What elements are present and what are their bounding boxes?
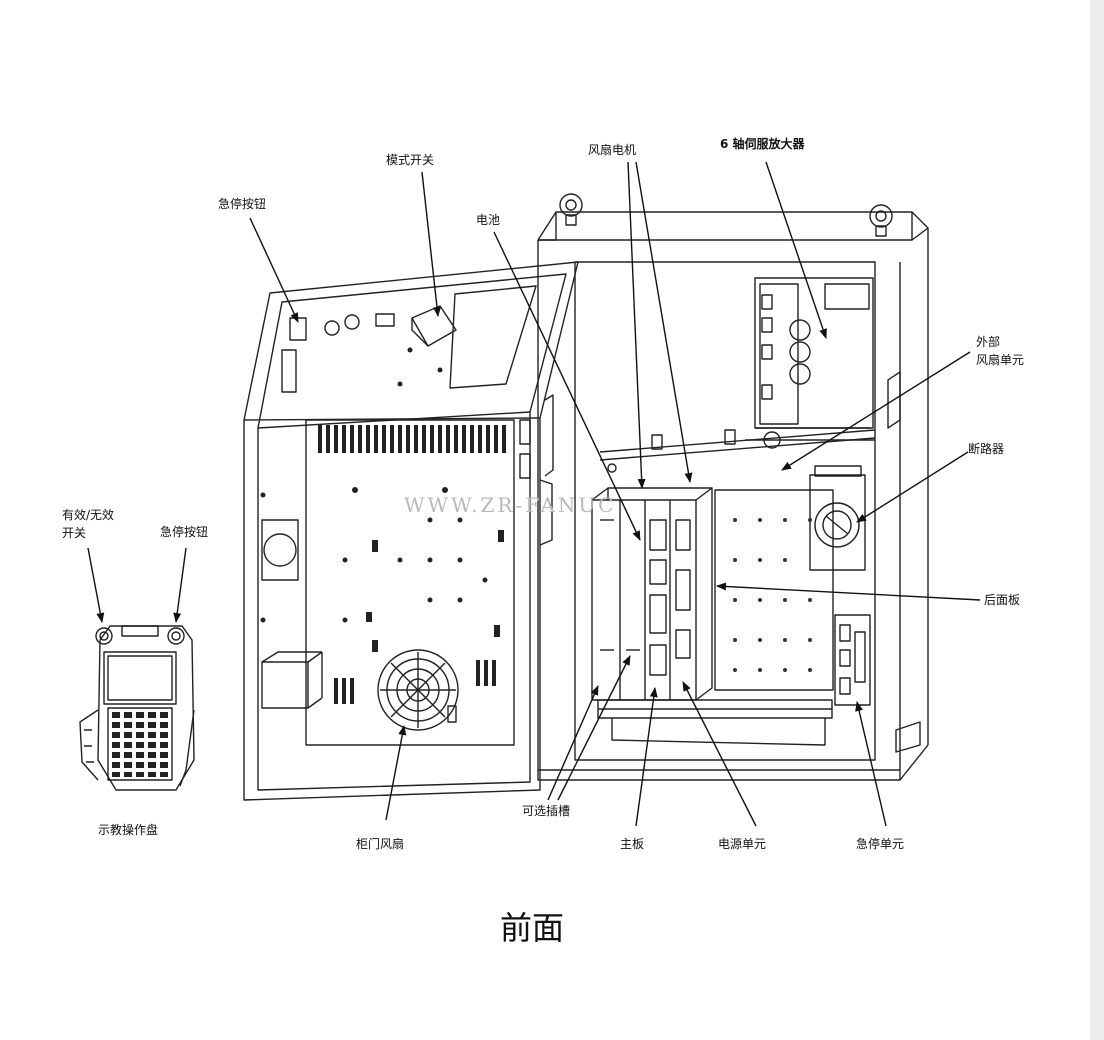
leader-external-fan [781,351,971,471]
door-details [260,347,506,704]
label-backplane: 后面板 [984,593,1021,607]
breaker [809,465,866,571]
leader-emergency-stop-door [249,217,299,323]
leader-emergency-stop-unit [855,701,887,827]
label-battery: 电池 [476,213,501,227]
leader-fan-motor-2 [635,161,693,483]
emergency-stop-unit-board [834,614,871,706]
backplane [714,489,834,691]
teach-pendant [79,625,195,791]
cabinet-door [243,261,579,801]
leader-emergency-stop-pendant [173,547,187,623]
page-edge-shade [1090,0,1104,1040]
leader-power-unit [682,681,757,827]
leader-mode-switch [421,171,441,317]
leader-optional-slot-1 [547,685,599,801]
label-emergency-stop-button-door: 急停按钮 [218,197,267,211]
eye-bolt-right [869,204,893,237]
leader-fan-motor-1 [627,161,646,489]
door-fan [377,649,459,731]
label-emergency-stop-button-pendant: 急停按钮 [160,525,209,539]
upper-rail [599,429,876,473]
cabinet-side-cables [539,394,554,546]
figure-caption: 前面 [499,909,564,947]
backplane-holes [733,518,812,672]
leader-battery [493,231,641,541]
label-enable-switch-line1: 有效/无效 [62,508,115,522]
eye-bolt-left [559,193,583,226]
label-main-board: 主板 [620,837,645,851]
leader-main-board [635,687,658,827]
leader-enable-switch [87,547,105,623]
leader-door-fan [385,725,407,821]
leader-breaker [856,451,969,523]
label-teach-pendant: 示教操作盘 [98,823,159,837]
bottom-rail [597,699,833,746]
label-servo-amplifier: 6 轴伺服放大器 [720,137,805,151]
leader-optional-slot-2 [557,655,631,801]
leader-backplane [716,582,981,601]
cabinet-body [537,211,929,781]
servo-amplifier-board [745,277,875,449]
label-external-fan-unit-line1: 外部 [976,335,1001,349]
label-optional-slot: 可选插槽 [522,804,571,818]
label-fan-motor: 风扇电机 [588,143,637,157]
pendant-keypad [112,712,168,777]
module-rack [591,487,713,701]
label-door-fan: 柜门风扇 [356,837,405,851]
label-mode-switch: 模式开关 [386,153,435,167]
leader-servo-amplifier [765,161,827,339]
label-power-unit: 电源单元 [718,837,767,851]
label-external-fan-unit-line2: 风扇单元 [976,353,1025,367]
label-emergency-stop-unit: 急停单元 [856,837,905,851]
label-breaker: 断路器 [968,442,1005,456]
label-enable-switch-line2: 开关 [62,526,87,540]
watermark-text: WWW.ZR-FANUC [404,493,617,517]
